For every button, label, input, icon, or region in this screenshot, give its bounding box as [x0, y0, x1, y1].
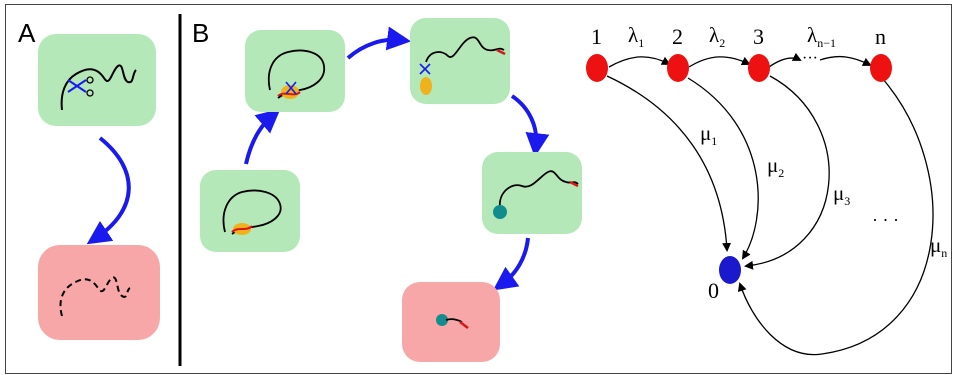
intact-rna-box [38, 34, 156, 126]
stage3-rna [425, 36, 505, 63]
state-0-node [719, 256, 741, 284]
transition-dots-n [819, 55, 872, 66]
fragmented-rna-strand [59, 276, 131, 317]
stage3-scissors-icon [419, 63, 431, 75]
transition-3-dots [768, 52, 802, 68]
stage5-tail [459, 321, 469, 329]
forward-ellipsis: ··· [802, 50, 818, 67]
decay-3-0 [744, 75, 830, 270]
fragmented-rna-box [38, 245, 160, 340]
state-1-label: 1 [591, 24, 602, 49]
stage3-enzyme [420, 77, 432, 95]
flow-arrow-2 [346, 26, 412, 60]
scissors-icon [67, 76, 94, 97]
rate-lambda-2: λ2 [709, 23, 725, 50]
panel-b-label: B [192, 18, 209, 48]
stage4-enzyme [493, 205, 507, 219]
stage2-box [245, 30, 345, 112]
state-n-node [870, 54, 892, 82]
transition-1-2 [608, 56, 671, 68]
state-2-node [667, 54, 689, 82]
stage4-box [482, 152, 582, 234]
rate-mu-n: μn [930, 233, 947, 260]
state-2-label: 2 [672, 24, 683, 49]
rate-mu-3: μ3 [833, 181, 850, 208]
decay-2-0 [687, 77, 759, 260]
stage2-enzyme [281, 85, 299, 99]
stage4-tail [569, 180, 579, 188]
state-1-node [586, 54, 608, 82]
decay-n-0 [737, 77, 934, 356]
rate-mu-1: μ1 [700, 121, 717, 148]
flow-arrow-3 [510, 94, 550, 158]
stage5-box [402, 282, 500, 362]
stage2-tail [277, 91, 301, 97]
stage3-tail [496, 48, 506, 56]
flow-arrow-4 [492, 237, 530, 291]
state-n-label: n [875, 24, 886, 49]
state-0-label: 0 [708, 278, 719, 303]
rate-lambda-n-1: λn−1 [807, 23, 836, 50]
stage2-scissors-icon [285, 81, 297, 95]
stage1-tail [231, 225, 253, 233]
state-3-label: 3 [753, 24, 764, 49]
rate-mu-2: μ2 [767, 153, 784, 180]
flow-arrow-1 [244, 108, 281, 165]
state-3-node [748, 54, 770, 82]
figure-frame [5, 4, 952, 374]
stage3-box [410, 18, 510, 104]
cleavage-arrow [86, 136, 131, 245]
transition-2-3 [688, 56, 751, 68]
rate-lambda-1: λ1 [628, 23, 644, 50]
stage5-enzyme [436, 314, 448, 326]
stage1-box [200, 170, 300, 252]
decay-1-0 [606, 75, 732, 252]
panel-a-label: A [18, 18, 36, 48]
decay-ellipsis: · · · [872, 210, 899, 230]
intact-rna-strand [60, 64, 137, 111]
